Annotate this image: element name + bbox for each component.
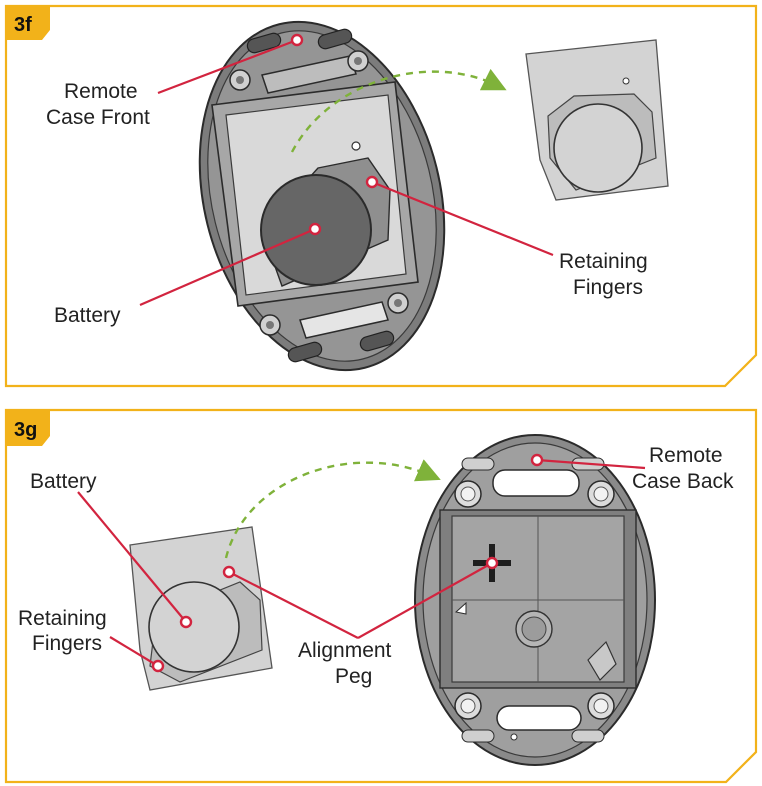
callout-line-peg-right — [357, 562, 493, 639]
panel-3g-badge-label: 3g — [14, 419, 37, 441]
panel-3g: 3g — [4, 408, 758, 784]
label-retaining-fingers-3f-line2: Fingers — [573, 276, 643, 299]
callout-line-case-front — [157, 38, 298, 95]
label-remote-case-back-line1: Remote — [649, 444, 723, 467]
panel-3f-motion-arrow — [290, 68, 507, 153]
callout-line-battery-3g — [77, 491, 187, 623]
panel-3g-badge — [6, 410, 50, 446]
callout-line-battery-3f — [139, 227, 316, 307]
label-battery-3g: Battery — [30, 470, 97, 493]
remote-case-front — [198, 20, 446, 372]
callout-dot-peg-right — [485, 556, 499, 570]
panel-3f-badge-label: 3f — [14, 14, 32, 36]
battery-plate-3g — [129, 526, 273, 691]
panel-3f-badge — [6, 6, 50, 40]
label-retaining-fingers-3g-line1: Retaining — [18, 607, 107, 630]
label-retaining-fingers-3f-line1: Retaining — [559, 250, 648, 273]
label-alignment-peg-line2: Peg — [335, 665, 372, 688]
callout-dot-fingers-3f — [365, 175, 379, 189]
callout-dot-battery-3g — [179, 615, 193, 629]
callout-dot-fingers-3g — [151, 659, 165, 673]
label-remote-case-back-line2: Case Back — [632, 470, 734, 493]
battery-plate-3f — [525, 39, 669, 201]
label-remote-case-front-line1: Remote — [64, 80, 138, 103]
callout-line-peg-left — [228, 571, 359, 639]
label-battery-3f: Battery — [54, 304, 121, 327]
callout-line-fingers-3f — [371, 180, 554, 257]
callout-dot-peg-left — [222, 565, 236, 579]
panel-3f-frame — [4, 4, 758, 388]
remote-case-back — [414, 434, 656, 766]
panel-3g-motion-arrow — [224, 459, 441, 559]
callout-dot-battery-3f — [308, 222, 322, 236]
panel-3f: 3f — [4, 4, 758, 388]
callout-line-case-back — [536, 458, 646, 470]
label-remote-case-front-line2: Case Front — [46, 106, 150, 129]
panel-3g-frame — [4, 408, 758, 784]
label-retaining-fingers-3g-line2: Fingers — [32, 632, 102, 655]
callout-dot-case-back — [530, 453, 544, 467]
callout-dot-case-front — [290, 33, 304, 47]
callout-line-fingers-3g — [109, 636, 159, 667]
label-alignment-peg-line1: Alignment — [298, 639, 392, 662]
